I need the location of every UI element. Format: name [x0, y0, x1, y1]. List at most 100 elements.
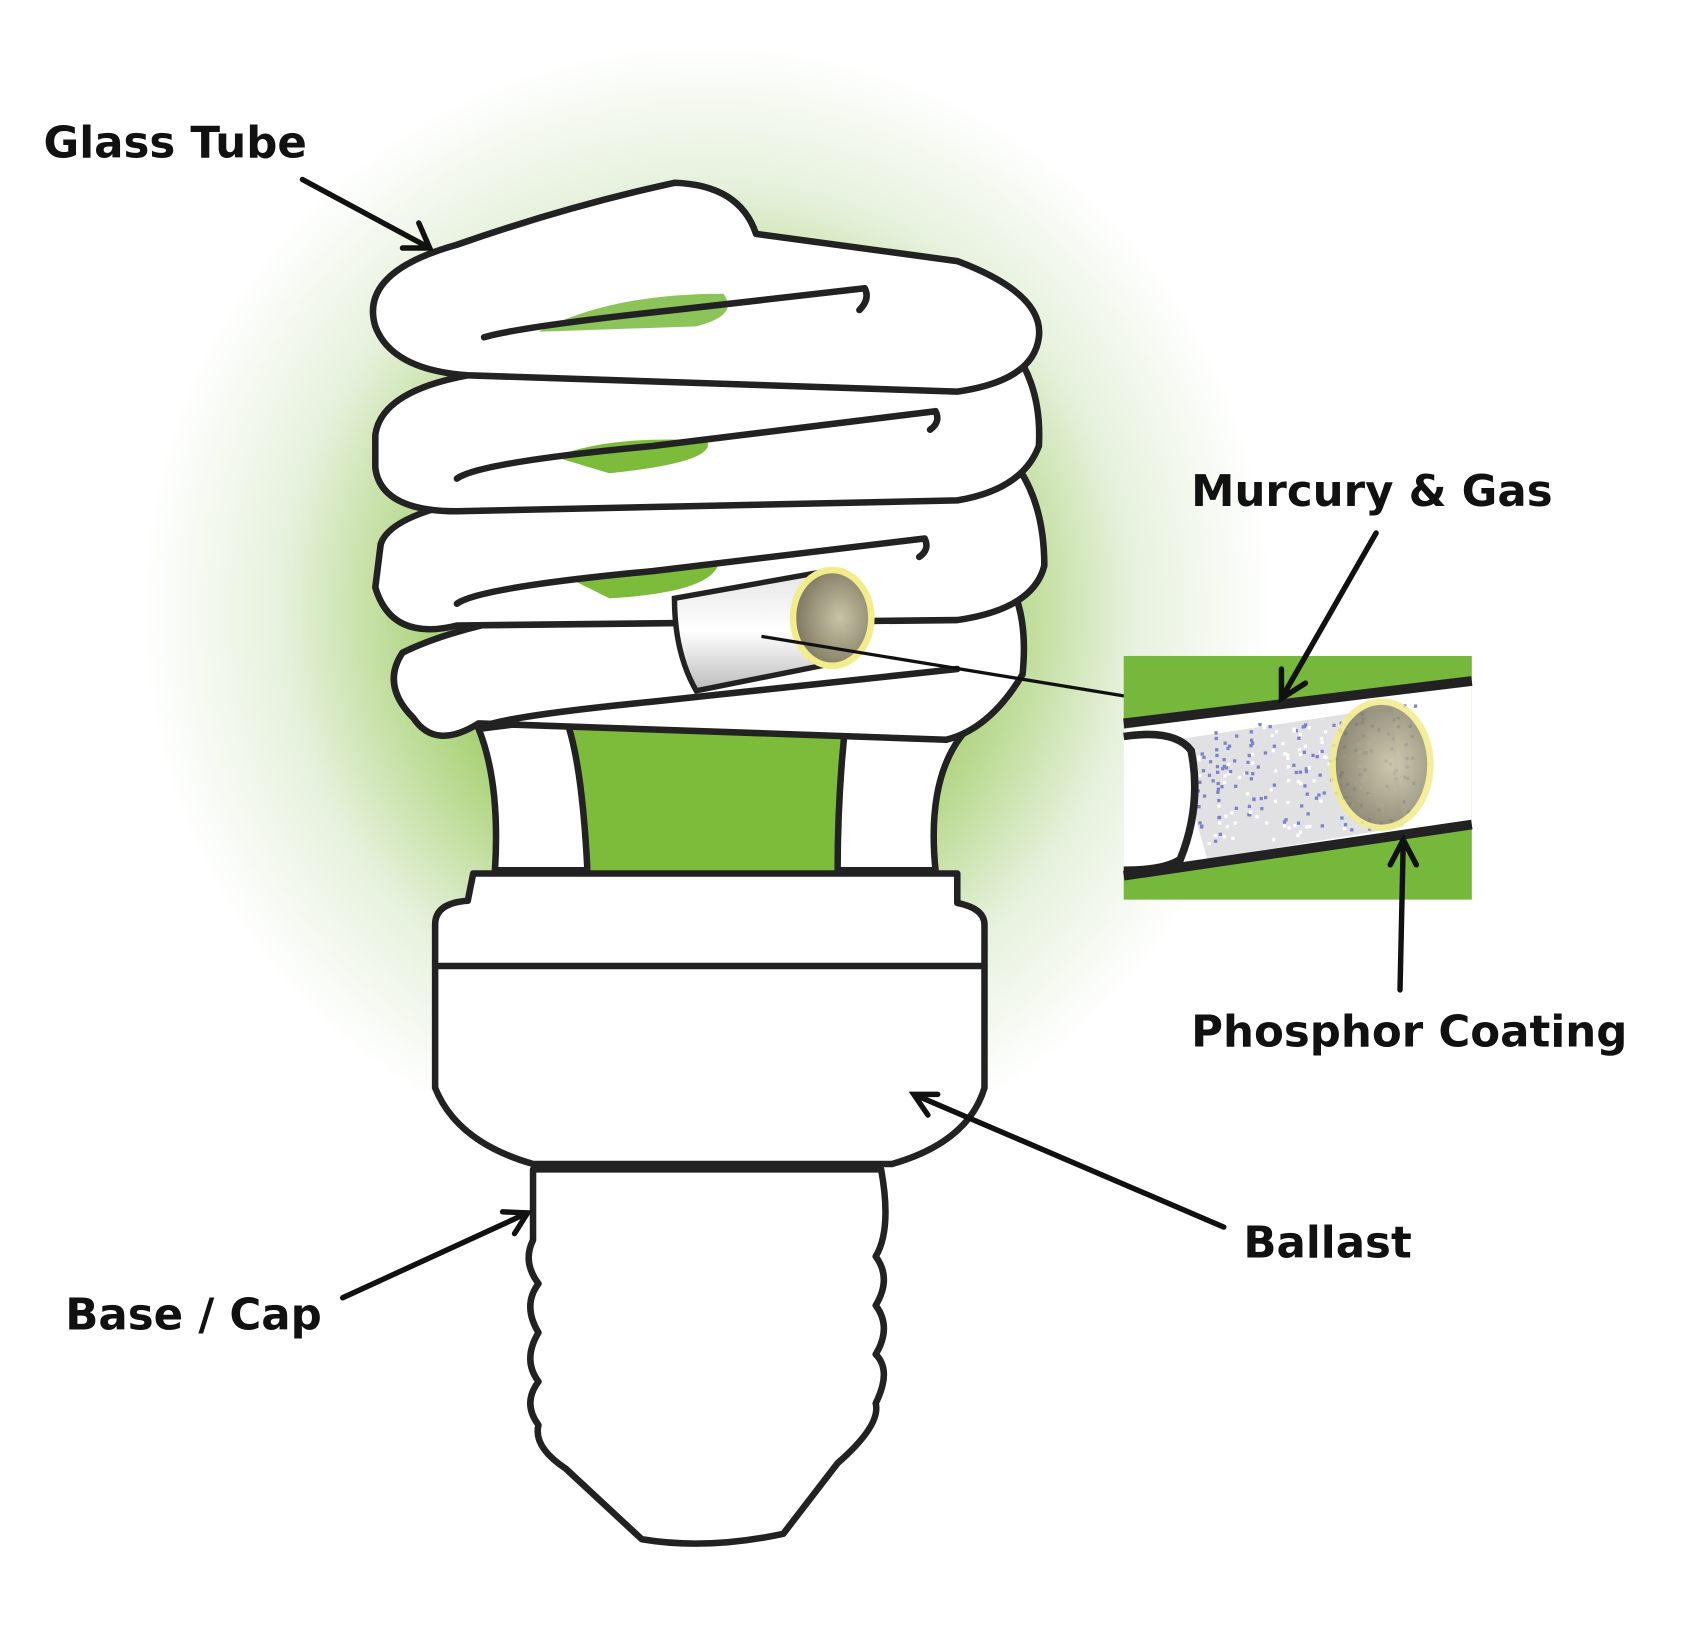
mercury-particle: [1246, 760, 1250, 764]
mercury-particle: [1247, 804, 1252, 809]
mercury-particle: [1227, 772, 1231, 776]
mercury-particle: [1197, 755, 1201, 759]
mercury-particle: [1322, 755, 1327, 759]
mercury-particle: [1243, 772, 1247, 776]
mercury-particle: [1292, 729, 1296, 733]
mercury-particle: [1198, 821, 1202, 825]
mercury-particle: [1234, 806, 1239, 810]
mercury-particle: [1282, 820, 1287, 824]
mercury-particle: [1249, 777, 1253, 781]
mercury-particle: [1318, 750, 1323, 754]
mercury-particle: [1220, 785, 1224, 789]
mercury-particle: [1252, 797, 1256, 802]
mercury-particle: [1222, 780, 1227, 785]
mercury-particle: [1260, 807, 1264, 811]
mercury-particle: [1202, 755, 1206, 759]
mercury-particle: [1247, 753, 1251, 758]
ballast-housing: [431, 870, 988, 1168]
mercury-particle: [1317, 793, 1321, 797]
mercury-particle: [1298, 752, 1303, 756]
mercury-particle: [1302, 750, 1306, 754]
mercury-particle: [1285, 753, 1290, 757]
mercury-particle: [1272, 783, 1277, 787]
mercury-particle: [1197, 805, 1201, 809]
mercury-particle: [1307, 766, 1311, 770]
mercury-particle: [1265, 821, 1269, 825]
mercury-particle: [1224, 814, 1228, 818]
mercury-particle: [1207, 841, 1211, 846]
mercury-particle: [1306, 812, 1310, 816]
mercury-particle: [1235, 734, 1239, 738]
inset-tube-closeup: [1123, 655, 1473, 900]
mercury-particle: [1343, 823, 1348, 827]
mercury-particle: [1319, 799, 1323, 803]
mercury-particle: [1233, 759, 1237, 763]
mercury-particle: [1323, 730, 1328, 734]
mercury-particle: [1296, 833, 1300, 838]
mercury-particle: [1228, 769, 1233, 774]
mercury-particle: [1227, 744, 1232, 748]
mercury-particle: [1283, 752, 1287, 756]
mercury-particle: [1281, 742, 1285, 746]
mercury-particle: [1268, 724, 1272, 729]
mercury-particle: [1269, 788, 1273, 792]
mercury-particle: [1215, 748, 1219, 752]
mercury-particle: [1314, 796, 1319, 800]
mercury-particle: [1322, 791, 1326, 795]
mercury-particle: [1271, 748, 1275, 753]
mercury-particle: [1245, 792, 1250, 796]
mercury-particle: [1216, 770, 1220, 774]
mercury-particle: [1311, 753, 1315, 758]
mercury-particle: [1222, 757, 1226, 762]
mercury-particle: [1234, 784, 1238, 788]
mercury-particle: [1256, 765, 1260, 769]
mercury-particle: [1224, 766, 1229, 770]
mercury-particle: [1216, 781, 1220, 786]
mercury-particle: [1350, 828, 1354, 832]
mercury-particle: [1272, 744, 1277, 748]
mercury-particle: [1201, 769, 1206, 773]
mercury-particle: [1233, 821, 1237, 825]
mercury-particle: [1249, 744, 1253, 748]
mercury-particle: [1307, 725, 1311, 730]
mercury-particle: [1413, 704, 1418, 708]
mercury-particle: [1297, 736, 1301, 740]
mercury-particle: [1320, 740, 1324, 744]
mercury-particle: [1217, 804, 1221, 808]
mercury-particle: [1237, 775, 1242, 780]
mercury-particle: [1292, 727, 1296, 731]
mercury-particle: [1215, 753, 1219, 758]
mercury-particle: [1332, 723, 1336, 727]
mercury-particle: [1250, 741, 1255, 746]
mercury-particle: [1294, 729, 1298, 733]
mercury-particle: [1249, 738, 1254, 742]
mercury-particle: [1298, 770, 1302, 774]
mercury-particle: [1216, 787, 1221, 791]
mercury-particle: [1213, 839, 1218, 843]
mercury-particle: [1214, 731, 1218, 735]
mercury-particle: [1225, 824, 1229, 829]
mercury-particle: [1325, 755, 1329, 759]
mercury-particle: [1305, 825, 1309, 829]
mercury-particle: [1286, 765, 1290, 769]
mercury-particle: [1222, 835, 1227, 839]
mercury-particle: [1263, 751, 1268, 755]
mercury-particle: [1274, 730, 1279, 734]
mercury-particle: [1223, 774, 1227, 778]
mercury-particle: [1264, 795, 1268, 800]
mercury-particle: [1255, 815, 1259, 819]
label-glass-tube: Glass Tube: [44, 119, 307, 169]
mercury-particle: [1303, 784, 1307, 788]
mercury-particle: [1286, 800, 1290, 805]
mercury-particle: [1218, 821, 1222, 825]
mercury-particle: [1296, 779, 1300, 784]
mercury-particle: [1292, 763, 1296, 767]
mercury-particle: [1213, 833, 1217, 838]
mercury-particle: [1272, 838, 1276, 842]
mercury-particle: [1308, 824, 1312, 829]
base-cap: [525, 1166, 889, 1547]
mercury-particle: [1273, 799, 1278, 804]
mercury-particle: [1218, 832, 1222, 836]
mercury-particle: [1198, 780, 1202, 784]
